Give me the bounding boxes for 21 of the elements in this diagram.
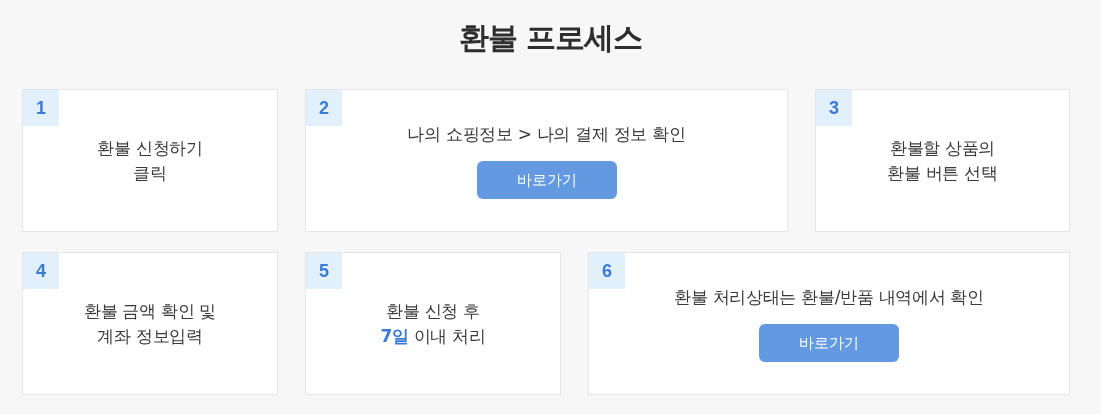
- step-number: 1: [23, 90, 59, 126]
- step-card: [815, 89, 1070, 232]
- step-number: 5: [306, 253, 342, 289]
- step-card: [305, 252, 561, 395]
- step-card: [22, 89, 278, 232]
- page-title: 환불 프로세스: [458, 20, 643, 55]
- step-description: 환불 신청 후 7일 이내 처리: [379, 299, 487, 348]
- step-description: 환불 신청하기 클릭: [96, 136, 204, 185]
- step-description: 환불할 상품의 환불 버튼 선택: [886, 136, 999, 185]
- step-number: 6: [589, 253, 625, 289]
- step-card: [22, 252, 278, 395]
- step-card: [588, 252, 1070, 395]
- step-number: 4: [23, 253, 59, 289]
- step-number: 3: [816, 90, 852, 126]
- shortcut-button: 바로가기: [476, 161, 617, 199]
- step-card: [305, 89, 788, 232]
- step-description: 나의 쇼핑정보 > 나의 결제 정보 확인: [407, 123, 686, 146]
- step-description: 환불 처리상태는 환불/반품 내역에서 확인: [674, 286, 984, 309]
- step-number: 2: [306, 90, 342, 126]
- step-description: 환불 금액 확인 및 계좌 정보입력: [82, 299, 218, 348]
- shortcut-button: 바로가기: [759, 324, 899, 362]
